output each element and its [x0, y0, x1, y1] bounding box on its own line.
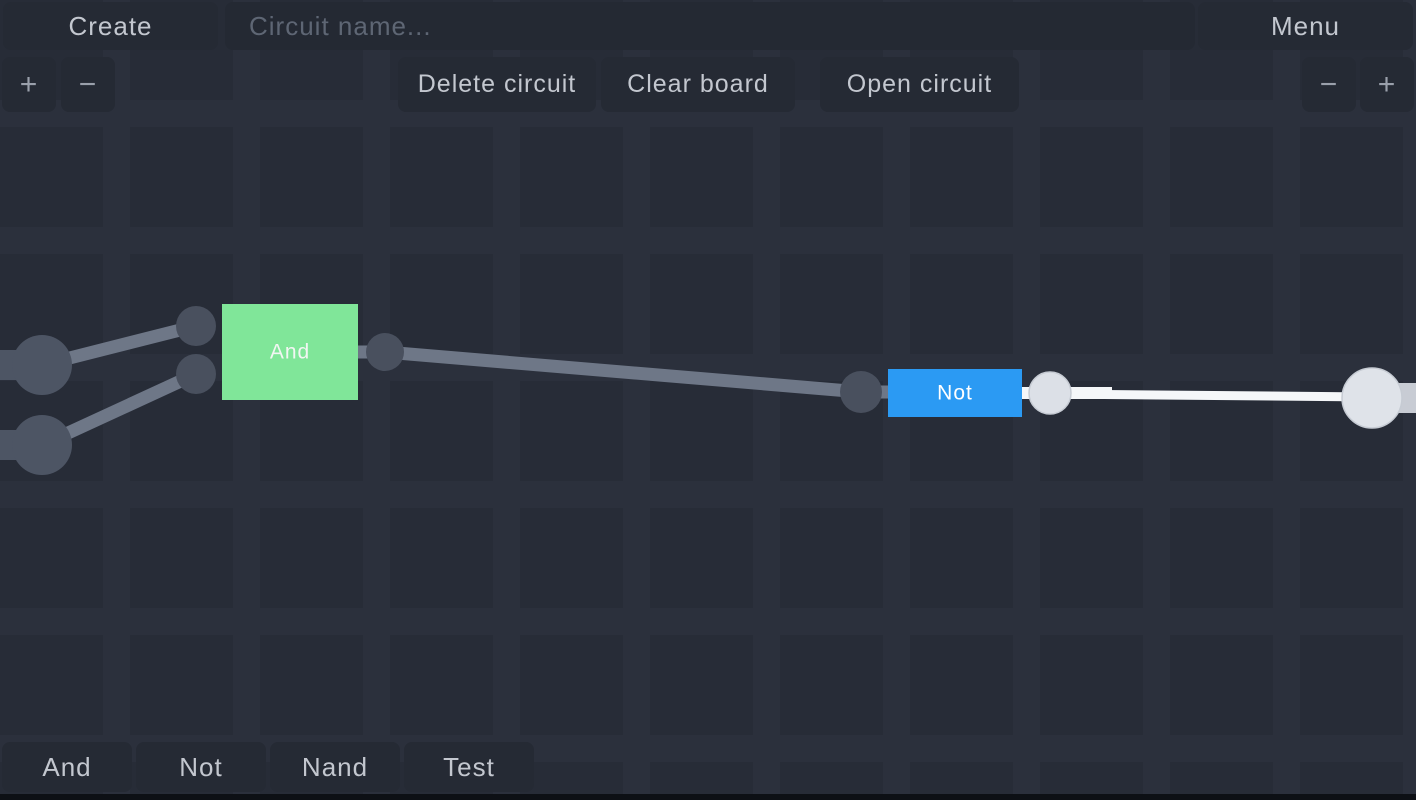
palette-item-not[interactable]: Not: [136, 742, 266, 792]
palette-item-test[interactable]: Test: [404, 742, 534, 792]
and-input-port-1[interactable]: [176, 306, 216, 346]
palette-item-and[interactable]: And: [2, 742, 132, 792]
and-gate-label: And: [270, 341, 310, 364]
not-gate-label: Not: [937, 382, 973, 405]
not-input-port[interactable]: [840, 371, 882, 413]
and-output-port[interactable]: [366, 333, 404, 371]
output-terminal[interactable]: [1341, 367, 1403, 429]
clear-board-button[interactable]: Clear board: [601, 57, 795, 112]
zoom-in-right-button[interactable]: +: [1360, 57, 1414, 112]
and-gate[interactable]: [222, 304, 358, 400]
open-circuit-button[interactable]: Open circuit: [820, 57, 1019, 112]
wire-not-to-output[interactable]: [1049, 389, 1373, 402]
bottom-edge-strip: [0, 794, 1416, 800]
wire-and-to-not[interactable]: [384, 345, 862, 399]
input-terminal-2[interactable]: [12, 415, 72, 475]
palette-item-nand[interactable]: Nand: [270, 742, 400, 792]
zoom-in-left-button[interactable]: +: [2, 57, 56, 112]
not-output-port[interactable]: [1028, 371, 1072, 415]
input-terminal-1[interactable]: [12, 335, 72, 395]
create-button[interactable]: Create: [3, 2, 218, 50]
not-gate[interactable]: [888, 369, 1022, 417]
circuit-name-input[interactable]: [225, 2, 1195, 50]
delete-circuit-button[interactable]: Delete circuit: [398, 57, 596, 112]
zoom-out-left-button[interactable]: −: [61, 57, 115, 112]
zoom-out-right-button[interactable]: −: [1302, 57, 1356, 112]
menu-button[interactable]: Menu: [1198, 2, 1413, 50]
and-input-port-2[interactable]: [176, 354, 216, 394]
